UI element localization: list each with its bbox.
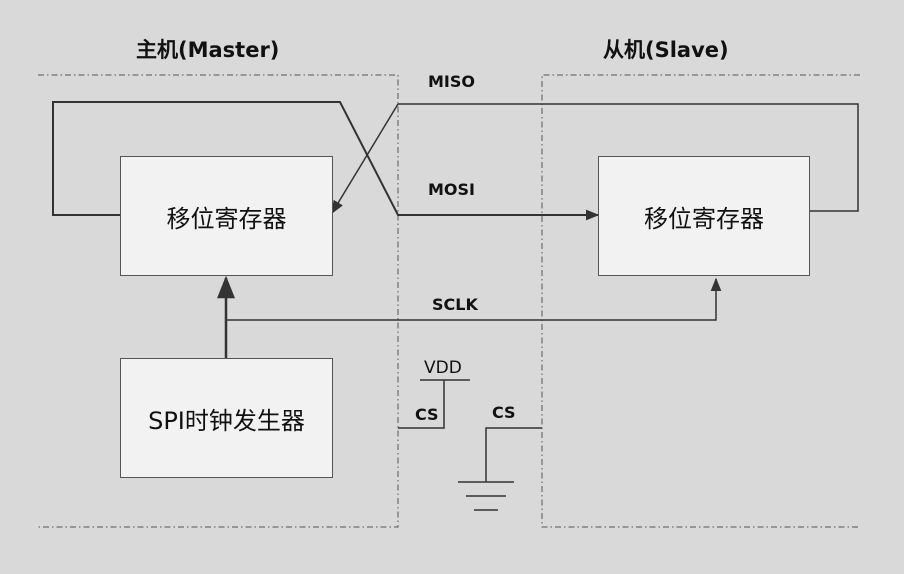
miso-label: MISO — [428, 72, 475, 91]
cs-slave-label: CS — [492, 403, 516, 422]
mosi-label: MOSI — [428, 180, 475, 199]
cs-slave-line — [485, 427, 542, 482]
slave-register-label: 移位寄存器 — [644, 204, 764, 233]
miso-arrow-line — [331, 103, 399, 215]
master-shift-register: 移位寄存器 — [120, 156, 333, 276]
slave-title: 从机(Slave) — [603, 38, 729, 62]
spi-clock-generator: SPI时钟发生器 — [120, 358, 333, 478]
master-region-border — [38, 74, 399, 528]
master-loop-line — [52, 101, 598, 216]
sclk-label: SCLK — [432, 295, 478, 314]
cs-master-label: CS — [415, 405, 439, 424]
slave-region-border — [541, 74, 860, 528]
cs-master-line — [398, 380, 445, 429]
clock-generator-label: SPI时钟发生器 — [148, 406, 305, 435]
vdd-label: VDD — [424, 358, 462, 378]
master-title: 主机(Master) — [136, 38, 280, 62]
sclk-line — [226, 277, 722, 321]
slave-loop-line — [398, 103, 859, 212]
slave-shift-register: 移位寄存器 — [598, 156, 810, 276]
master-register-label: 移位寄存器 — [166, 204, 287, 233]
